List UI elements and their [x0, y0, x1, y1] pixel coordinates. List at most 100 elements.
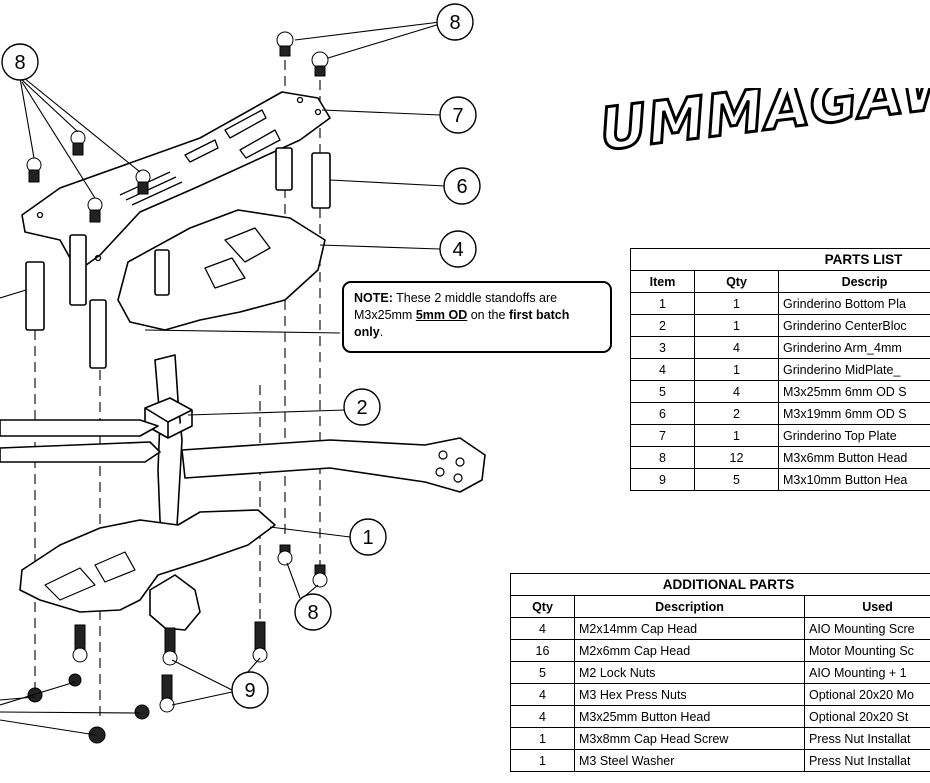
callout-8-bottom: 8	[307, 602, 318, 624]
note-bold-first: first	[508, 308, 533, 322]
parts-header-description: Descrip	[777, 270, 930, 293]
table-cell: 8	[630, 446, 695, 469]
callout-6: 6	[456, 176, 467, 198]
standoffs	[25, 147, 331, 369]
leader-lines	[0, 21, 446, 736]
table-cell: 2	[630, 314, 695, 337]
table-cell: Grinderino Arm_4mm	[777, 336, 930, 359]
table-cell: 1	[510, 749, 575, 772]
callout-1: 1	[362, 527, 373, 549]
parts-list-title: PARTS LIST	[629, 248, 930, 271]
table-cell: Grinderino Top Plate	[777, 424, 930, 447]
parts-header-qty: Qty	[694, 270, 779, 293]
ummagaw-logo: UMMAGAW	[600, 88, 930, 168]
note-highlight: 5mm OD	[415, 308, 468, 322]
table-cell: 4	[694, 380, 779, 403]
callout-8-top: 8	[449, 12, 460, 34]
table-cell: AIO Mounting Scre	[804, 617, 930, 640]
screws	[26, 31, 329, 744]
table-cell: Optional 20x20 Mo	[804, 683, 930, 706]
standoff-note: NOTE: These 2 middle standoffs are M3x25…	[342, 281, 612, 353]
table-cell: M2x6mm Cap Head	[574, 639, 805, 662]
table-cell: M3x19mm 6mm OD S	[777, 402, 930, 425]
table-cell: 1	[510, 727, 575, 750]
callout-9: 9	[244, 680, 255, 702]
callout-bubbles	[1, 3, 481, 709]
table-cell: 5	[694, 468, 779, 491]
note-prefix: NOTE:	[354, 291, 393, 305]
table-cell: 4	[510, 617, 575, 640]
front-arm-left	[0, 419, 159, 437]
top-plate	[21, 91, 331, 269]
note-suffix: .	[379, 325, 384, 339]
table-cell: M3x8mm Cap Head Screw	[574, 727, 805, 750]
table-cell: M2x14mm Cap Head	[574, 617, 805, 640]
table-cell: 7	[630, 424, 695, 447]
table-cell: M3x25mm Button Head	[574, 705, 805, 728]
table-cell: 1	[694, 424, 779, 447]
table-cell: 2	[694, 402, 779, 425]
addl-header-description: Description	[574, 595, 805, 618]
parts-header-item: Item	[630, 270, 695, 293]
callout-8-left: 8	[14, 52, 25, 74]
table-cell: M3x6mm Button Head	[777, 446, 930, 469]
note-bold-batch: batch only	[354, 308, 570, 339]
table-cell: 5	[510, 661, 575, 684]
callout-7: 7	[452, 105, 463, 127]
callout-2: 2	[356, 397, 367, 419]
bottom-plate	[19, 509, 276, 613]
addl-header-qty: Qty	[510, 595, 575, 618]
table-cell: Press Nut Installat	[804, 749, 930, 772]
note-text-1: These 2 middle standoffs are M3x25mm	[354, 291, 558, 322]
table-cell: 4	[510, 705, 575, 728]
table-cell: 6	[630, 402, 695, 425]
table-cell: Press Nut Installat	[804, 727, 930, 750]
table-cell: Grinderino Bottom Pla	[777, 292, 930, 315]
table-cell: 4	[630, 358, 695, 381]
logo-text: UMMAGAW	[600, 88, 930, 165]
table-cell: M2 Lock Nuts	[574, 661, 805, 684]
top-plate-slots	[36, 96, 322, 262]
additional-parts-title: ADDITIONAL PARTS	[510, 573, 930, 596]
table-cell: 4	[694, 336, 779, 359]
table-cell: M3x10mm Button Hea	[777, 468, 930, 491]
table-cell: 1	[694, 314, 779, 337]
table-cell: M3x25mm 6mm OD S	[777, 380, 930, 403]
table-cell: M3 Hex Press Nuts	[574, 683, 805, 706]
note-text-2: on the	[467, 308, 509, 322]
table-cell: 12	[694, 446, 779, 469]
table-cell: 1	[694, 358, 779, 381]
table-cell: 4	[510, 683, 575, 706]
table-cell: Grinderino CenterBloc	[777, 314, 930, 337]
table-cell: Grinderino MidPlate_	[777, 358, 930, 381]
table-cell: 9	[630, 468, 695, 491]
callout-numbers: 8 8 7 6 4 2 1 8 9	[14, 12, 467, 702]
mid-plate	[117, 209, 326, 331]
front-arm-right	[181, 437, 486, 493]
table-cell: 3	[630, 336, 695, 359]
table-cell: Optional 20x20 St	[804, 705, 930, 728]
callout-4: 4	[452, 239, 463, 261]
table-cell: 1	[694, 292, 779, 315]
table-cell: M3 Steel Washer	[574, 749, 805, 772]
